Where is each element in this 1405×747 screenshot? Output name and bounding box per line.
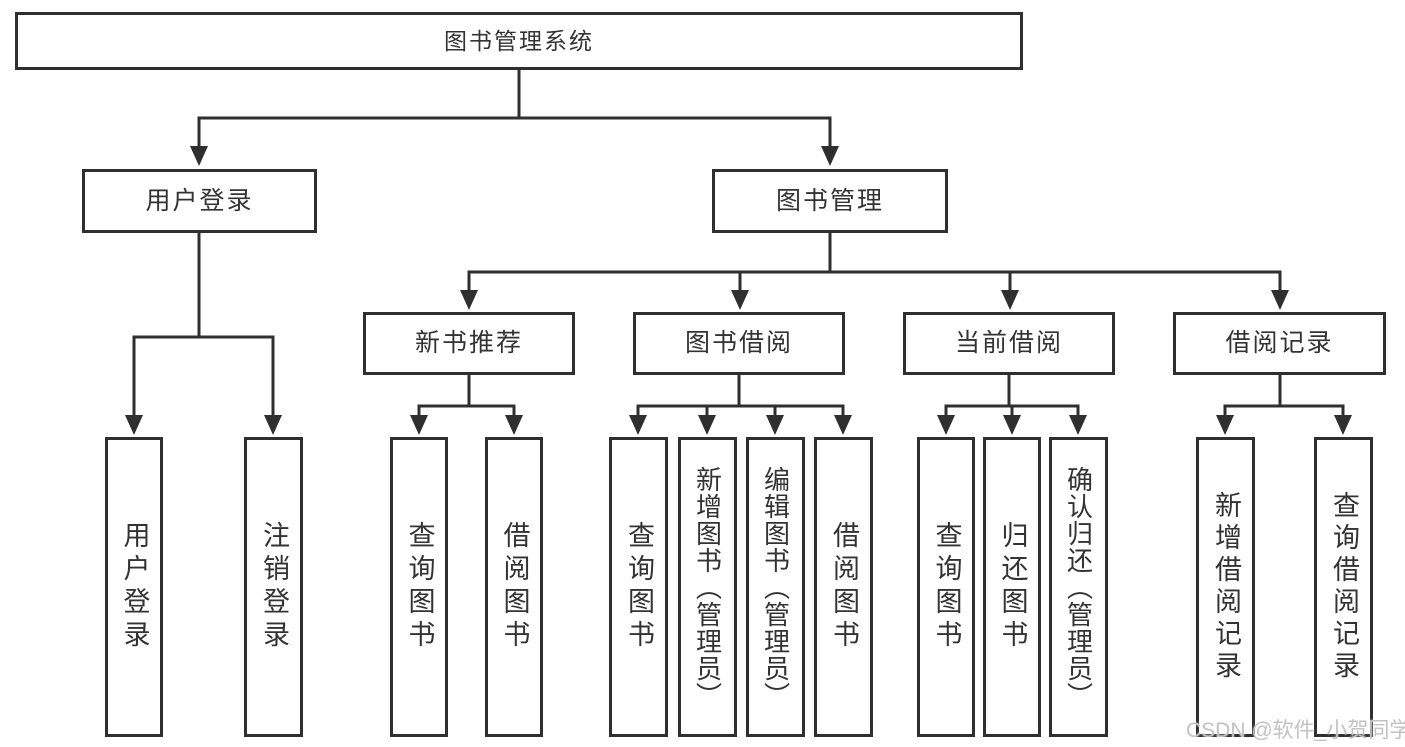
node-borrow-record: 借阅记录 xyxy=(1173,312,1386,375)
node-root: 图书管理系统 xyxy=(15,12,1023,70)
leaf-query-book-2: 查询图书 xyxy=(609,437,668,737)
leaf-user-login: 用户登录 xyxy=(105,437,163,737)
leaf-return-book: 归还图书 xyxy=(983,437,1041,737)
leaf-query-book-3: 查询图书 xyxy=(917,437,975,737)
node-current-borrow: 当前借阅 xyxy=(903,312,1115,375)
node-book-management: 图书管理 xyxy=(712,169,948,233)
leaf-edit-book-admin: 编辑图书（管理员） xyxy=(746,437,805,737)
leaf-query-book-1: 查询图书 xyxy=(390,437,448,737)
leaf-add-borrow-record: 新增借阅记录 xyxy=(1196,437,1255,737)
leaf-add-book-admin: 新增图书（管理员） xyxy=(678,437,737,737)
node-book-borrow: 图书借阅 xyxy=(633,312,845,375)
leaf-borrow-book-1: 借阅图书 xyxy=(485,437,543,737)
node-user-login: 用户登录 xyxy=(82,169,317,233)
csdn-watermark: CSDN @软件_小贺同学 xyxy=(1186,719,1405,742)
node-new-book-recommend: 新书推荐 xyxy=(363,312,575,375)
leaf-query-borrow-record: 查询借阅记录 xyxy=(1314,437,1373,737)
leaf-borrow-book-2: 借阅图书 xyxy=(814,437,873,737)
leaf-logout: 注销登录 xyxy=(244,437,303,737)
leaf-confirm-return-admin: 确认归还（管理员） xyxy=(1049,437,1108,737)
